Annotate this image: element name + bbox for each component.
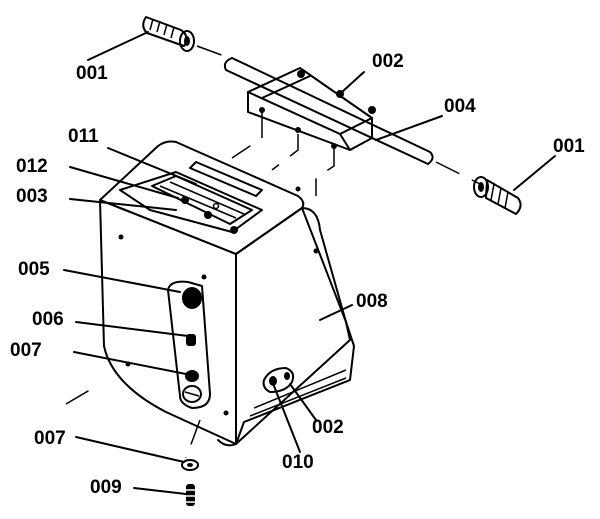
label-012: 012: [16, 156, 48, 177]
axis-line-right: [435, 161, 481, 185]
leader-005: [63, 269, 181, 293]
leader-002-bottom: [289, 383, 317, 421]
leader-006: [75, 321, 189, 337]
rod-004: [223, 57, 434, 165]
toaster-body-008: [99, 140, 355, 447]
leader-012: [69, 166, 179, 199]
label-003: 003: [16, 186, 48, 207]
axis-line-foot: [65, 383, 101, 405]
axis-line-bracket-3: [315, 148, 335, 196]
leader-011: [107, 147, 197, 185]
leader-007-lower: [75, 436, 185, 463]
washer-007: [181, 459, 199, 471]
label-011: 011: [68, 126, 99, 147]
axis-line-bracket-1: [231, 112, 263, 159]
label-006: 006: [32, 309, 64, 330]
leader-004: [375, 115, 443, 141]
leader-009: [133, 487, 187, 495]
label-002-bottom: 002: [312, 417, 344, 438]
leader-007-upper: [73, 351, 187, 375]
leader-lines: [63, 31, 556, 495]
axis-line-bracket-2: [271, 134, 299, 171]
label-002-top: 002: [372, 51, 404, 72]
leader-002-top: [341, 71, 365, 93]
label-001-left: 001: [76, 63, 108, 84]
leader-003: [69, 198, 177, 211]
label-004: 004: [444, 96, 476, 117]
leader-001-right: [513, 155, 556, 191]
label-001-right: 001: [553, 136, 585, 157]
knob-001-left: [142, 16, 195, 52]
leader-010: [273, 385, 301, 453]
label-008: 008: [356, 291, 388, 312]
label-007-upper: 007: [10, 340, 42, 361]
bracket-002: [247, 67, 376, 151]
leader-001-left: [87, 31, 149, 61]
knob-001-right: [473, 176, 522, 215]
label-009: 009: [90, 477, 122, 498]
label-007-lower: 007: [34, 428, 66, 449]
screw-009: [184, 484, 197, 506]
axis-line-screw: [185, 419, 201, 459]
axis-line-left: [196, 45, 236, 61]
label-005: 005: [18, 259, 50, 280]
label-010: 010: [282, 452, 314, 473]
leader-008: [319, 304, 353, 321]
